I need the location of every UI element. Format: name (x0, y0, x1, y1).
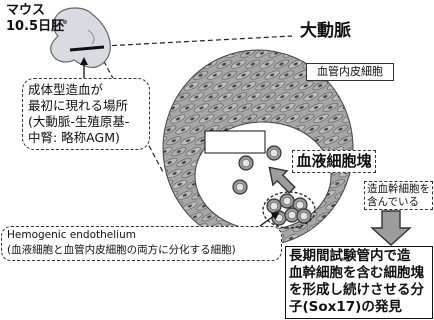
embryo-species: マウス (6, 3, 64, 19)
finding-line: を形成し続けさせる分 (289, 282, 429, 299)
hemogenic-box: Hemogenic endothelium (血液細胞と血管内皮細胞の両方に分化… (1, 226, 282, 261)
finding-line: 血幹細胞を含む細胞塊 (289, 265, 429, 282)
finding-line: 子(Sox17)の発見 (289, 299, 429, 316)
cluster-cell (297, 209, 311, 223)
hsc-note-line: 含んでいる (367, 196, 430, 209)
zoom-line-upper (104, 36, 292, 46)
agm-line: (大動脈-生殖原基- (28, 114, 144, 130)
embryo-label: マウス 10.5日胚 (6, 3, 64, 35)
blank-box (205, 131, 265, 153)
down-arrow (372, 211, 410, 245)
endothelial-label: 血管内皮細胞 (306, 63, 394, 81)
blood-cell (239, 156, 253, 170)
agm-line: 成体型造血が (28, 82, 144, 98)
cluster-label: 血液細胞塊 (292, 150, 376, 173)
hemogenic-title: Hemogenic endothelium (7, 228, 276, 243)
aorta-title: 大動脈 (300, 21, 351, 41)
agm-line: 中腎: 略称AGM) (28, 130, 144, 146)
cluster-cell (280, 194, 294, 208)
embryo-stage: 10.5日胚 (6, 19, 64, 35)
agm-line: 最初に現れる場所 (28, 98, 144, 114)
blood-cell (233, 180, 247, 194)
blood-cell-cluster (263, 192, 315, 228)
cluster-cell (272, 211, 286, 225)
hemogenic-subtitle: (血液細胞と血管内皮細胞の両方に分化する細胞) (7, 243, 276, 258)
finding-box: 長期間試験管内で造 血幹細胞を含む細胞塊 を形成し続けさせる分 子(Sox17)… (285, 246, 433, 319)
agm-box: 成体型造血が 最初に現れる場所 (大動脈-生殖原基- 中腎: 略称AGM) (22, 78, 150, 150)
finding-line: 長期間試験管内で造 (289, 248, 429, 265)
hsc-note: 造血幹細胞を 含んでいる (364, 181, 433, 210)
blood-cell (267, 146, 281, 160)
hsc-note-line: 造血幹細胞を (367, 183, 430, 196)
